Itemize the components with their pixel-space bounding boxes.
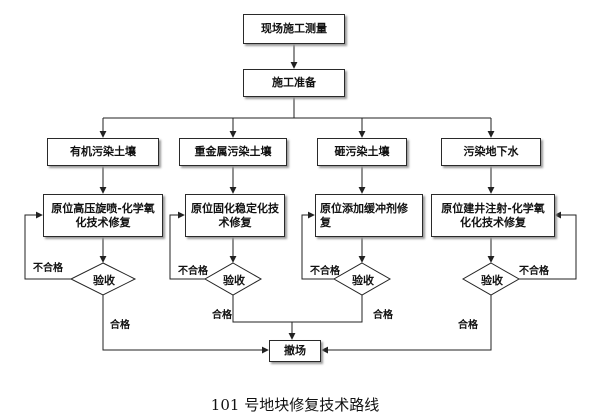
col2-proc-text: 原位固化稳定化技术修复 — [191, 201, 279, 229]
inspect-label-1: 验收 — [93, 274, 115, 287]
figure-caption: 101 号地块修复技术路线 — [210, 396, 380, 414]
inspect-diamond-1 — [69, 262, 137, 296]
loop-col3-fail — [301, 211, 334, 280]
col1-head-box: 有机污染土壤 — [47, 138, 159, 166]
pass-col4 — [321, 295, 492, 354]
loop-col2-fail — [169, 211, 205, 280]
loop-col1-fail — [24, 211, 71, 280]
pass-label-1: 合格 — [110, 320, 130, 331]
fail-label-2: 不合格 — [178, 266, 208, 277]
prep-text: 施工准备 — [272, 76, 316, 89]
col3-head-text: 砸污染土壤 — [334, 145, 390, 158]
col2-proc-box: 原位固化稳定化技术修复 — [185, 194, 285, 237]
col3-proc-box: 原位添加缓冲剂修复 — [315, 194, 423, 237]
fail-label-3: 不合格 — [310, 266, 340, 277]
pass-col1 — [102, 295, 269, 354]
col1-proc-text: 原位高压旋喷-化学氧化技术修复 — [51, 201, 155, 229]
pass-col2 — [232, 295, 296, 340]
col2-head-box: 重金属污染土壤 — [179, 138, 287, 166]
col2-head-text: 重金属污染土壤 — [194, 145, 272, 158]
pass-label-4: 合格 — [458, 320, 478, 331]
prep-box: 施工准备 — [243, 69, 345, 97]
col4-head-text: 污染地下水 — [463, 145, 519, 158]
exit-text: 撤场 — [284, 344, 306, 357]
pass-label-3: 合格 — [373, 310, 393, 321]
col3-head-box: 砸污染土壤 — [317, 138, 407, 166]
loop-col4-fail — [519, 211, 577, 280]
survey-text: 现场施工测量 — [261, 22, 327, 35]
col1-head-text: 有机污染土壤 — [70, 145, 136, 158]
col4-proc-box: 原位建井注射-化学氧化化技术修复 — [431, 194, 555, 237]
survey-box: 现场施工测量 — [243, 14, 345, 44]
pass-label-2: 合格 — [212, 310, 232, 321]
col4-proc-text: 原位建井注射-化学氧化化技术修复 — [441, 201, 545, 229]
inspect-label-4: 验收 — [481, 274, 503, 287]
col4-head-box: 污染地下水 — [441, 138, 541, 166]
inspect-diamond-3 — [332, 262, 392, 296]
inspect-diamond-2 — [203, 262, 263, 296]
col1-proc-box: 原位高压旋喷-化学氧化技术修复 — [43, 194, 163, 237]
pass-col3 — [292, 295, 363, 323]
col3-proc-text: 原位添加缓冲剂修复 — [320, 201, 408, 229]
inspect-label-2: 验收 — [223, 274, 245, 287]
exit-box: 撤场 — [269, 340, 321, 362]
inspect-label-3: 验收 — [352, 274, 374, 287]
fail-label-1: 不合格 — [33, 263, 63, 274]
inspect-diamond-4 — [461, 262, 521, 296]
fail-label-4: 不合格 — [519, 266, 549, 277]
